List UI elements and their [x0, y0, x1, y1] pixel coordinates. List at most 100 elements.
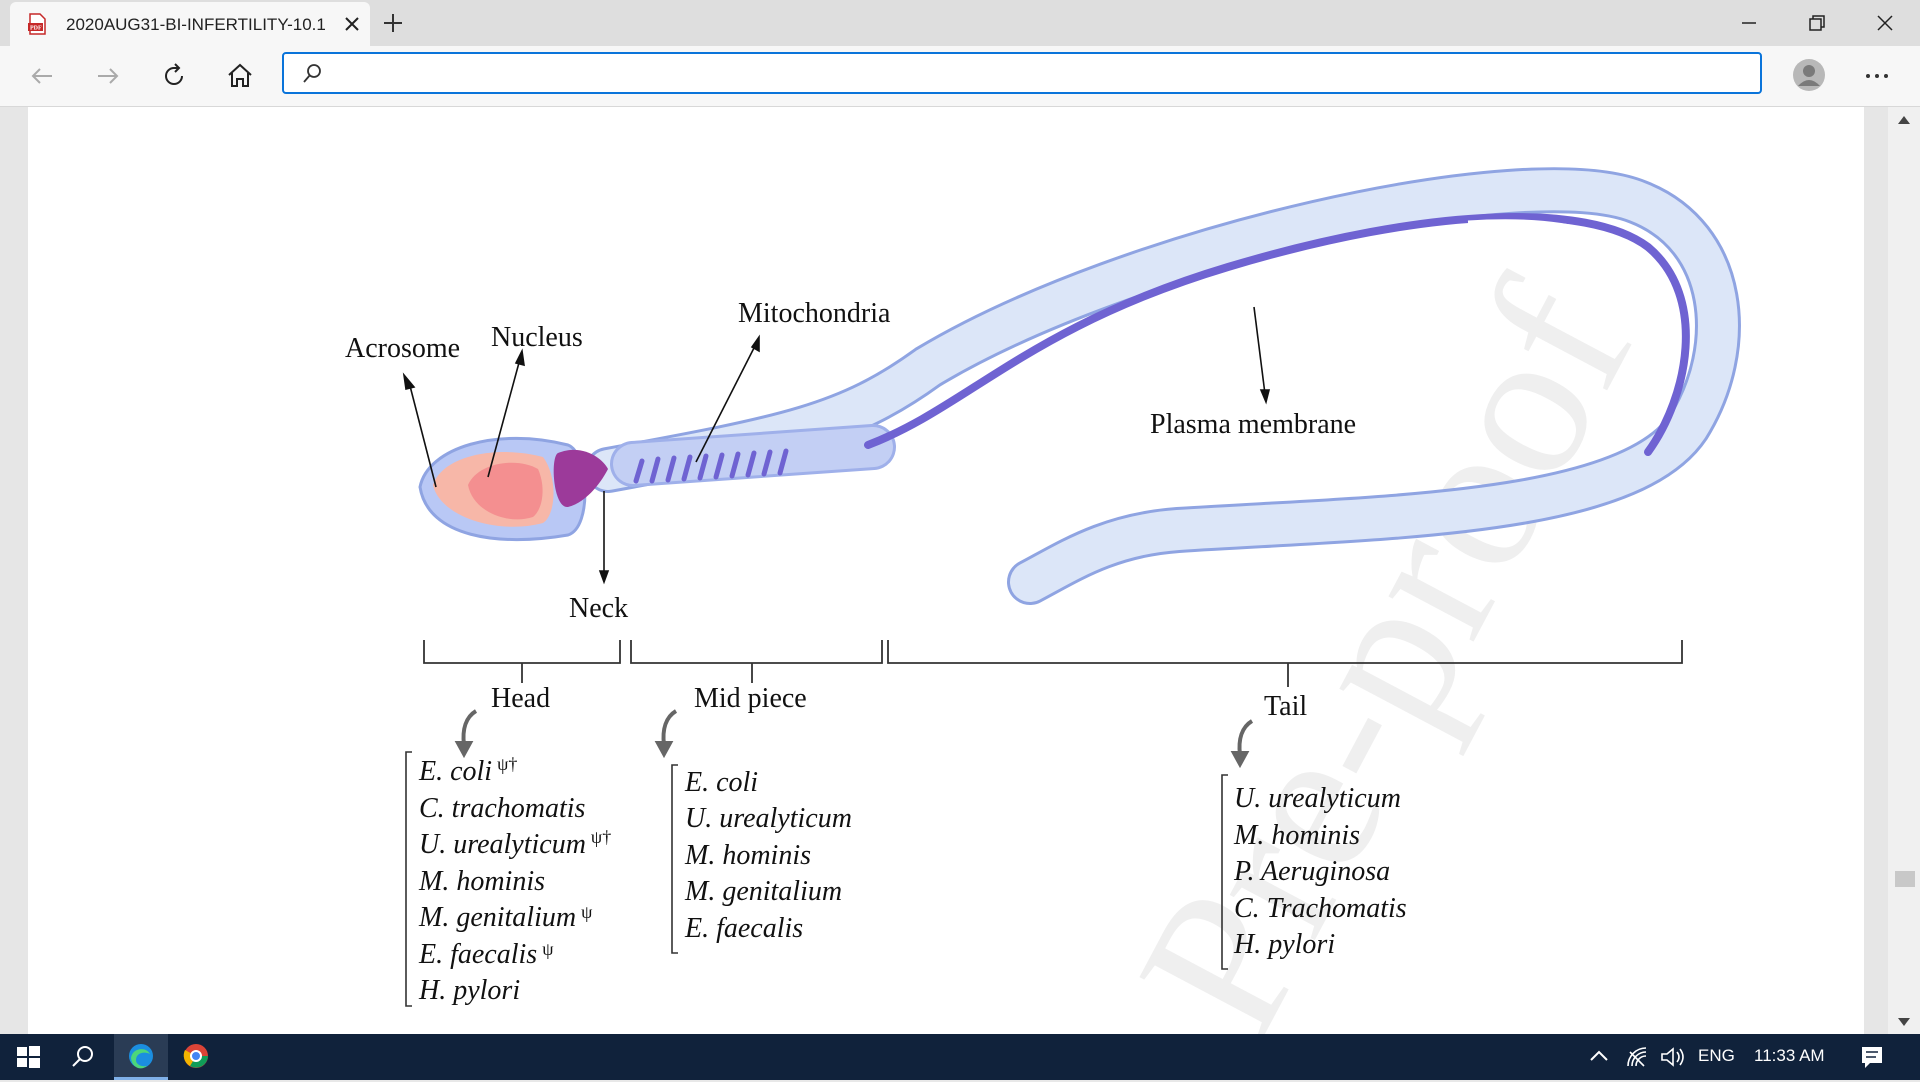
browser-tab[interactable]: PDF 2020AUG31-BI-INFERTILITY-10.1 — [10, 2, 370, 46]
list-item: C. Trachomatis — [1234, 893, 1407, 924]
scroll-up-icon[interactable] — [1896, 113, 1912, 127]
mitochondria-stripes — [633, 448, 789, 484]
list-item: M. hominis — [684, 840, 811, 871]
back-icon[interactable] — [26, 60, 58, 92]
head-curved-arrow — [461, 709, 478, 746]
pdf-viewer: Pre-proof — [0, 107, 1920, 1034]
forward-icon[interactable] — [92, 60, 124, 92]
volume-icon[interactable] — [1656, 1034, 1688, 1080]
svg-text:E. coli: E. coli — [684, 767, 758, 798]
taskbar-edge[interactable] — [114, 1034, 168, 1080]
svg-text:PDF: PDF — [30, 26, 42, 32]
midpiece-bracket — [630, 640, 883, 664]
svg-text:C. trachomatis: C. trachomatis — [419, 793, 586, 824]
list-item-mark: ψ — [542, 939, 554, 959]
address-bar[interactable] — [282, 52, 1762, 94]
search-icon — [303, 64, 321, 83]
acrosome-label: Acrosome — [345, 333, 460, 364]
list-item: M. hominis — [1233, 820, 1360, 851]
taskbar-search-icon[interactable] — [62, 1034, 102, 1080]
neck-label: Neck — [569, 593, 628, 624]
edge-icon — [129, 1044, 153, 1069]
svg-text:U. urealyticum: U. urealyticum — [685, 803, 852, 834]
nucleus-label: Nucleus — [491, 322, 583, 353]
tail-bracket — [887, 640, 1683, 664]
close-window-icon[interactable] — [1870, 8, 1900, 38]
restore-icon[interactable] — [1802, 8, 1832, 38]
midpiece-curved-arrow — [661, 709, 678, 746]
list-item-mark: ψ — [581, 902, 593, 922]
minimize-icon[interactable] — [1734, 8, 1764, 38]
notification-icon[interactable] — [1856, 1034, 1888, 1080]
refresh-icon[interactable] — [158, 60, 190, 92]
clock[interactable]: 11:33 AM — [1754, 1046, 1825, 1065]
tab-title: 2020AUG31-BI-INFERTILITY-10.1 — [66, 15, 326, 34]
list-item-mark: ψ† — [591, 827, 611, 847]
list-item: E. faecalis — [418, 939, 537, 970]
vertical-scrollbar[interactable] — [1888, 107, 1920, 1034]
new-tab-icon[interactable] — [380, 10, 406, 36]
scroll-down-icon[interactable] — [1896, 1015, 1912, 1029]
tray-chevron-up-icon[interactable] — [1584, 1034, 1614, 1080]
axoneme-band — [864, 213, 1690, 456]
list-item: M. genitalium — [684, 876, 842, 907]
svg-text:M. hominis: M. hominis — [1233, 820, 1360, 851]
address-input[interactable] — [338, 58, 1742, 90]
plasma-membrane-label: Plasma membrane — [1150, 409, 1356, 440]
mitochondria-label: Mitochondria — [738, 298, 891, 329]
list-item: E. faecalis — [684, 913, 803, 944]
list-item: H. pylori — [1233, 929, 1335, 960]
svg-text:C. Trachomatis: C. Trachomatis — [1234, 893, 1407, 924]
close-tab-icon[interactable] — [340, 12, 364, 36]
taskbar: ENG 11:33 AM — [0, 1034, 1920, 1080]
network-icon[interactable] — [1622, 1034, 1652, 1080]
midpiece-list-bracket — [671, 764, 678, 954]
nucleus-shape — [468, 462, 543, 520]
midpiece-organism-list: E. coli U. urealyticum M. hominis M. gen… — [684, 767, 852, 944]
list-item: M. hominis — [418, 866, 545, 897]
svg-text:H. pylori: H. pylori — [1233, 929, 1335, 960]
list-item: U. urealyticum — [419, 829, 586, 860]
svg-text:E. faecalis: E. faecalis — [684, 913, 803, 944]
neck-shape — [553, 449, 608, 508]
sperm-diagram: Pre-proof — [345, 167, 1741, 1034]
chrome-icon[interactable] — [172, 1034, 226, 1080]
acrosome-arrow — [408, 381, 437, 488]
browser-toolbar — [0, 46, 1920, 107]
home-icon[interactable] — [224, 60, 256, 92]
svg-text:H. pylori: H. pylori — [418, 975, 520, 1006]
list-item: M. genitalium — [418, 902, 576, 933]
svg-text:U. urealyticum: U. urealyticum — [1234, 783, 1401, 814]
tail-organism-list: U. urealyticum M. hominis P. Aeruginosa … — [1233, 783, 1407, 960]
list-item: H. pylori — [418, 975, 520, 1006]
svg-text:P. Aeruginosa: P. Aeruginosa — [1233, 856, 1390, 887]
section-title-midpiece: Mid piece — [694, 683, 807, 714]
section-title-head: Head — [491, 683, 550, 714]
tail-plasma-membrane — [588, 170, 1738, 602]
svg-text:M. hominis: M. hominis — [684, 840, 811, 871]
head-bracket — [423, 640, 621, 664]
language-indicator[interactable]: ENG — [1698, 1046, 1735, 1065]
tail-list-bracket — [1221, 774, 1228, 970]
list-item: E. coli — [418, 756, 492, 787]
list-item: P. Aeruginosa — [1233, 856, 1390, 887]
svg-text:M. genitalium: M. genitalium — [684, 876, 842, 907]
pdf-icon: PDF — [28, 13, 46, 35]
list-item: E. coli — [684, 767, 758, 798]
section-title-tail: Tail — [1264, 691, 1307, 722]
browser-titlebar: PDF 2020AUG31-BI-INFERTILITY-10.1 — [0, 0, 1920, 46]
scroll-thumb[interactable] — [1895, 871, 1915, 887]
profile-avatar-icon[interactable] — [1792, 58, 1826, 92]
windows-start-icon[interactable] — [8, 1034, 48, 1080]
head-list-bracket — [405, 751, 412, 1007]
list-item: U. urealyticum — [685, 803, 852, 834]
more-menu-icon[interactable] — [1862, 64, 1892, 88]
list-item: U. urealyticum — [1234, 783, 1401, 814]
svg-text:M. hominis: M. hominis — [418, 866, 545, 897]
list-item-mark: ψ† — [497, 754, 517, 774]
